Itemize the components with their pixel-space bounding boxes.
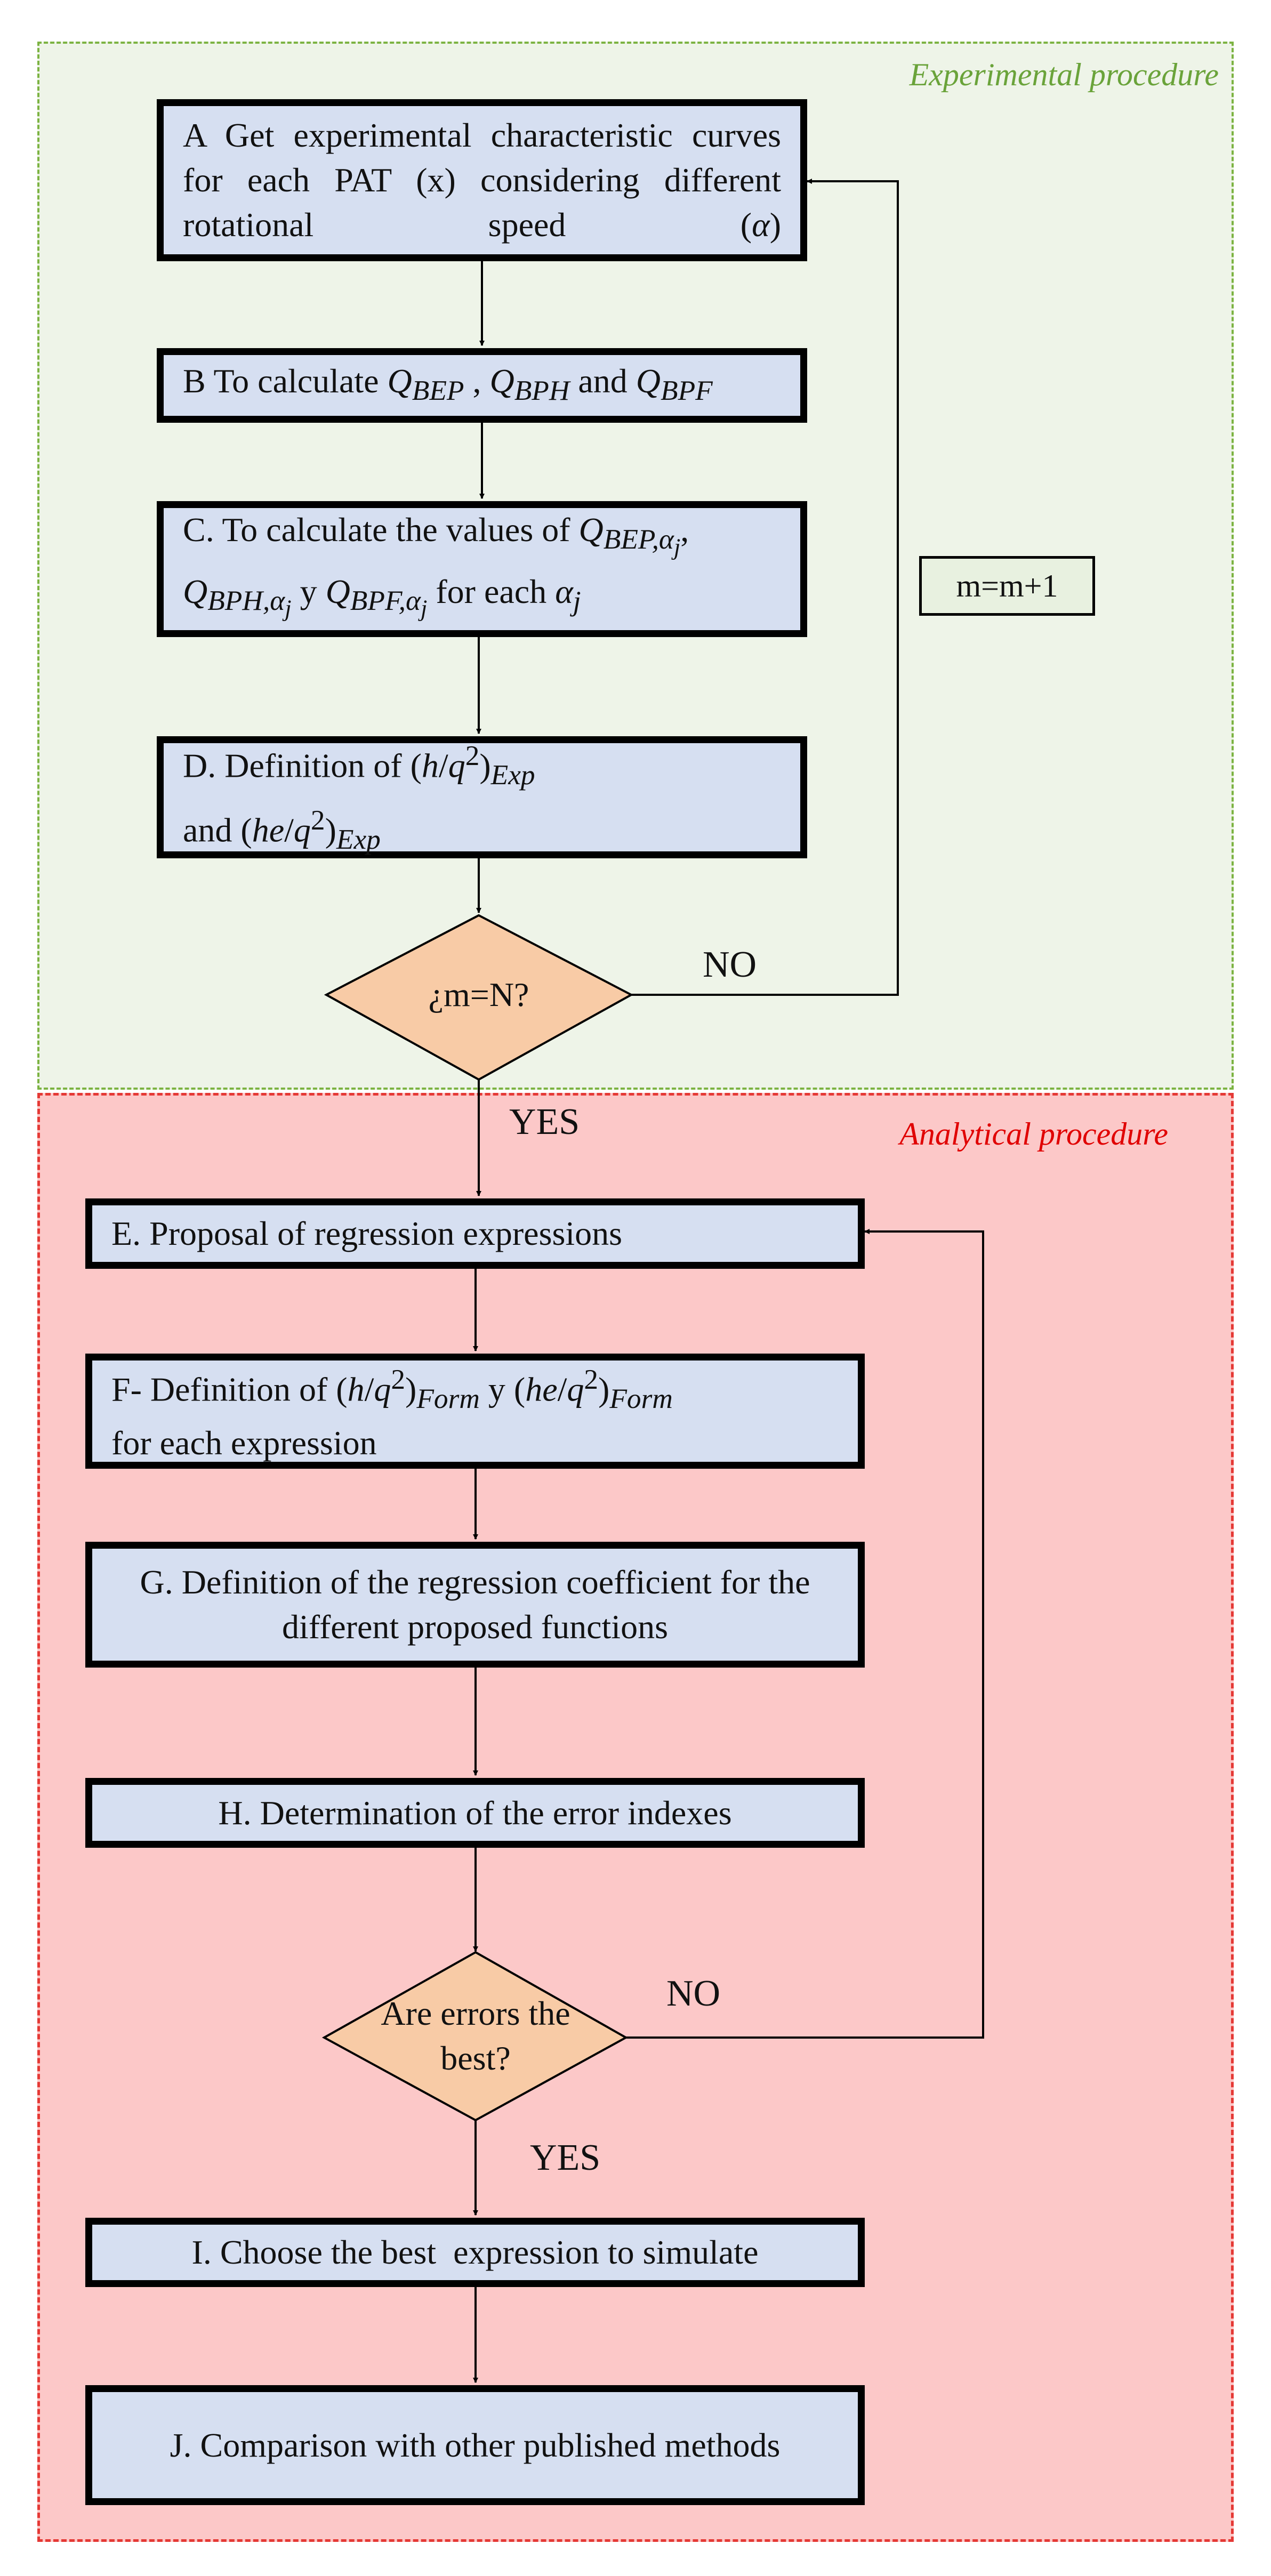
step-c-box: C. To calculate the values of QBEP,αj,QB… bbox=[157, 501, 807, 637]
step-b-text: B To calculate QBEP , QBPH and QBPF bbox=[183, 361, 713, 406]
step-j-box: J. Comparison with other published metho… bbox=[85, 2385, 865, 2505]
step-f-box: F- Definition of (h/q2)Form y (he/q2)For… bbox=[85, 1354, 865, 1469]
step-e-box: E. Proposal of regression expressions bbox=[85, 1198, 865, 1269]
counter-increment-box: m=m+1 bbox=[919, 556, 1095, 616]
decision-2-no-label: NO bbox=[666, 1973, 721, 2014]
step-j-text: J. Comparison with other published metho… bbox=[170, 2426, 781, 2464]
step-e-text: E. Proposal of regression expressions bbox=[111, 1214, 623, 1252]
step-f-text: F- Definition of (h/q2)Form y (he/q2)For… bbox=[111, 1363, 673, 1462]
decision-diamond-1 bbox=[324, 914, 634, 1081]
step-g-box: G. Definition of the regression coeffici… bbox=[85, 1542, 865, 1668]
experimental-procedure-title: Experimental procedure bbox=[909, 57, 1219, 92]
loop-no-to-a bbox=[631, 179, 899, 996]
loop-no-to-e bbox=[626, 1229, 984, 2039]
analytical-procedure-title: Analytical procedure bbox=[899, 1116, 1168, 1152]
step-g-text: G. Definition of the regression coeffici… bbox=[140, 1563, 810, 1646]
decision-diamond-2 bbox=[321, 1951, 629, 2122]
decision-1-yes-label: YES bbox=[509, 1101, 580, 1142]
step-i-text: I. Choose the best expression to simulat… bbox=[191, 2233, 759, 2271]
step-b-box: B To calculate QBEP , QBPH and QBPF bbox=[157, 348, 807, 423]
decision-1-label: ¿m=N? bbox=[428, 976, 529, 1013]
step-h-text: H. Determination of the error indexes bbox=[218, 1793, 732, 1832]
step-c-text: C. To calculate the values of QBEP,αj,QB… bbox=[183, 511, 689, 622]
counter-increment-label: m=m+1 bbox=[956, 568, 1058, 603]
decision-2-label: Are errors the best? bbox=[381, 1994, 570, 2077]
step-h-box: H. Determination of the error indexes bbox=[85, 1778, 865, 1848]
decision-1-no-label: NO bbox=[703, 944, 757, 985]
step-i-box: I. Choose the best expression to simulat… bbox=[85, 2218, 865, 2287]
decision-2-yes-label: YES bbox=[530, 2137, 601, 2178]
step-a-text: A Get experimental characteristic curves… bbox=[183, 116, 781, 244]
step-a-box: A Get experimental characteristic curves… bbox=[157, 99, 807, 261]
